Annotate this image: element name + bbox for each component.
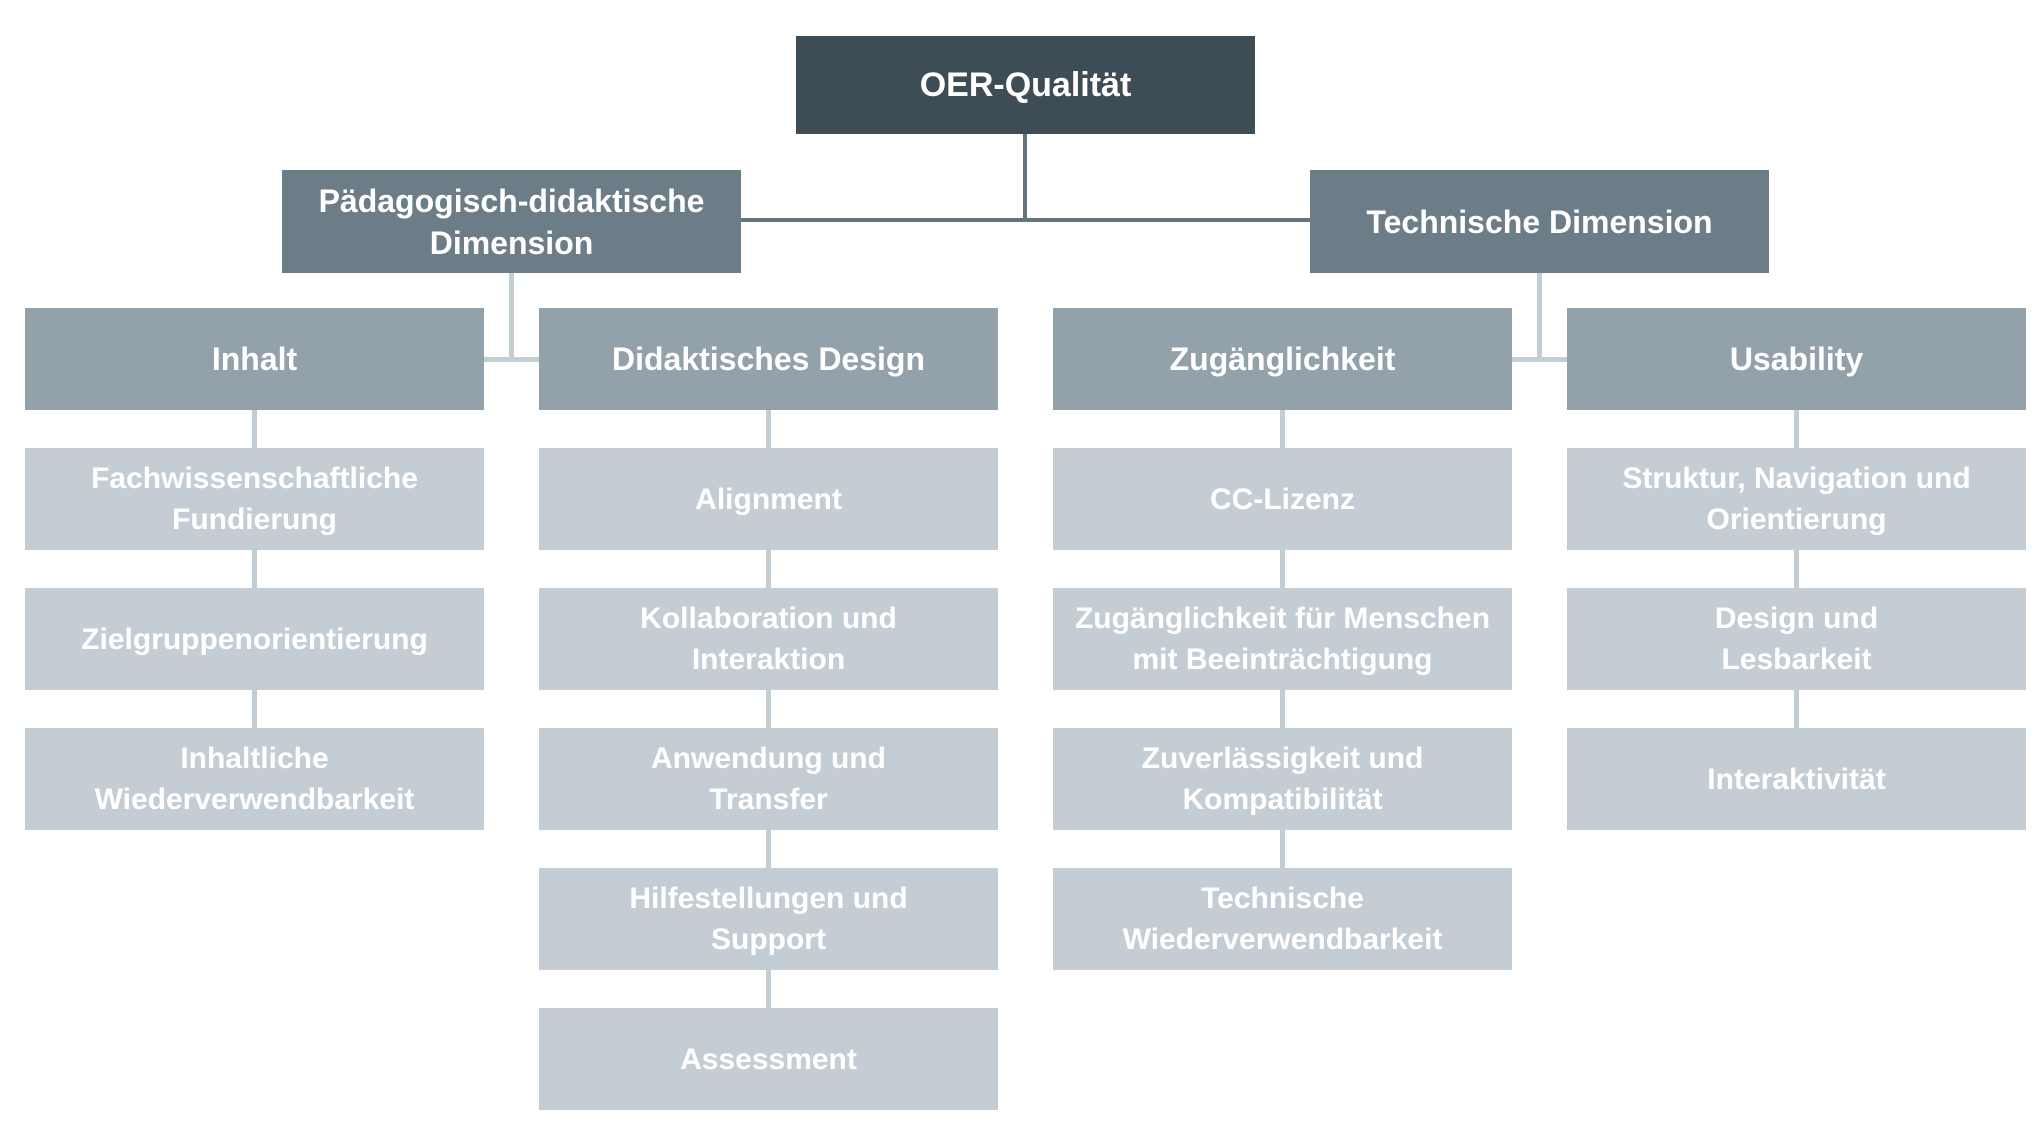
connector-col3-gap1 xyxy=(1280,406,1285,452)
connector-col2-gap4 xyxy=(766,826,771,872)
connector-dimension-left-vertical xyxy=(509,271,514,360)
node-item-kollaboration-und-interaktion: Kollaboration und Interaktion xyxy=(539,588,998,690)
connector-root-horizontal xyxy=(741,218,1310,222)
connector-col4-gap1 xyxy=(1794,406,1799,452)
node-dimension-paedagogisch-didaktisch: Pädagogisch-didaktische Dimension xyxy=(282,170,741,273)
node-item-cc-lizenz: CC-Lizenz xyxy=(1053,448,1512,550)
node-item-hilfestellungen-und-support: Hilfestellungen und Support xyxy=(539,868,998,970)
node-item-anwendung-und-transfer: Anwendung und Transfer xyxy=(539,728,998,830)
node-item-design-und-lesbarkeit: Design und Lesbarkeit xyxy=(1567,588,2026,690)
node-item-zuverlaessigkeit-und-kompatibilitaet: Zuverlässigkeit und Kompatibilität xyxy=(1053,728,1512,830)
connector-col4-gap2 xyxy=(1794,546,1799,592)
node-item-alignment: Alignment xyxy=(539,448,998,550)
connector-root-vertical xyxy=(1023,132,1027,222)
connector-col3-gap4 xyxy=(1280,826,1285,872)
connector-dimension-left-stub xyxy=(484,357,539,362)
node-item-inhaltliche-wiederverwendbarkeit: Inhaltliche Wiederverwendbarkeit xyxy=(25,728,484,830)
connector-col4-gap3 xyxy=(1794,686,1799,732)
connector-col1-gap2 xyxy=(252,546,257,592)
connector-col2-gap1 xyxy=(766,406,771,452)
node-item-technische-wiederverwendbarkeit: Technische Wiederverwendbarkeit xyxy=(1053,868,1512,970)
node-oer-qualitaet: OER-Qualität xyxy=(796,36,1255,134)
connector-col1-gap3 xyxy=(252,686,257,732)
connector-dimension-right-stub xyxy=(1512,357,1567,362)
node-item-interaktivitaet: Interaktivität xyxy=(1567,728,2026,830)
node-header-inhalt: Inhalt xyxy=(25,308,484,410)
connector-dimension-right-vertical xyxy=(1537,271,1542,360)
node-item-assessment: Assessment xyxy=(539,1008,998,1110)
node-header-usability: Usability xyxy=(1567,308,2026,410)
connector-col2-gap3 xyxy=(766,686,771,732)
node-header-didaktisches-design: Didaktisches Design xyxy=(539,308,998,410)
node-item-struktur-navigation-orientierung: Struktur, Navigation und Orientierung xyxy=(1567,448,2026,550)
connector-col1-gap1 xyxy=(252,406,257,452)
node-item-zielgruppenorientierung: Zielgruppenorientierung xyxy=(25,588,484,690)
node-item-zugaenglichkeit-fuer-menschen: Zugänglichkeit für Menschen mit Beeinträ… xyxy=(1053,588,1512,690)
connector-col3-gap3 xyxy=(1280,686,1285,732)
connector-col2-gap5 xyxy=(766,966,771,1012)
node-header-zugaenglichkeit: Zugänglichkeit xyxy=(1053,308,1512,410)
connector-col2-gap2 xyxy=(766,546,771,592)
node-item-fachwissenschaftliche-fundierung: Fachwissenschaftliche Fundierung xyxy=(25,448,484,550)
connector-col3-gap2 xyxy=(1280,546,1285,592)
node-dimension-technisch: Technische Dimension xyxy=(1310,170,1769,273)
